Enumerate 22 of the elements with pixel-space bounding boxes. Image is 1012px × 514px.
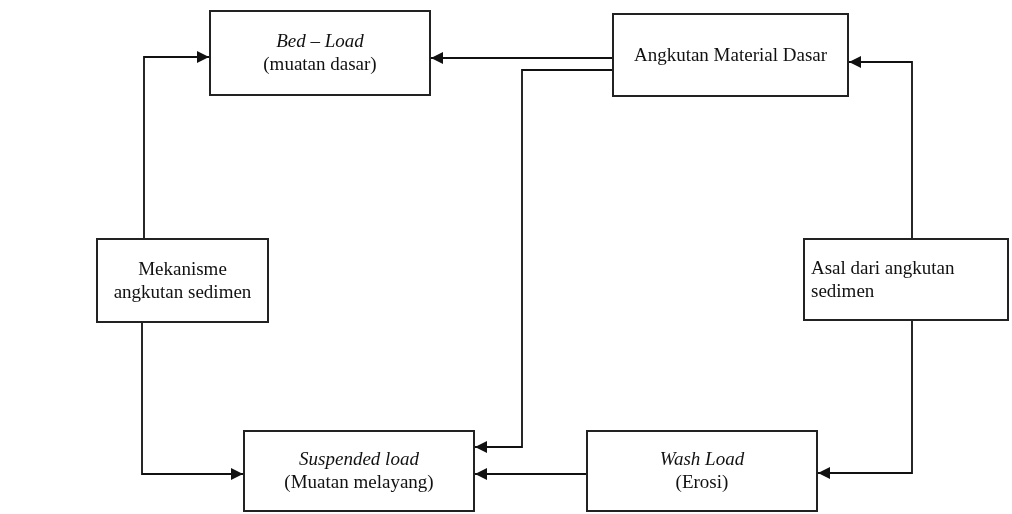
- process-box: [586, 430, 818, 512]
- arrow: [474, 69, 613, 453]
- arrow: [430, 52, 613, 64]
- arrow: [848, 56, 913, 239]
- arrow: [474, 468, 587, 480]
- box-heading: Bed – Load: [276, 30, 364, 53]
- process-box: [803, 238, 1009, 321]
- box-subtitle: (muatan dasar): [263, 53, 377, 76]
- process-box: [612, 13, 849, 97]
- box-subtitle: (Erosi): [675, 471, 729, 494]
- process-box: [209, 10, 431, 96]
- process-box: [243, 430, 475, 512]
- box-heading: Mekanisme angkutan sedimen: [112, 257, 253, 304]
- box-heading: Suspended load: [299, 448, 419, 471]
- arrow: [141, 322, 244, 480]
- box-heading: Wash Load: [659, 448, 745, 471]
- arrow: [817, 320, 913, 479]
- box-subtitle: (Muatan melayang): [284, 471, 434, 494]
- process-box: [96, 238, 269, 323]
- box-heading: Asal dari angkutan sedimen: [811, 256, 956, 303]
- arrow: [143, 51, 210, 239]
- box-heading: Angkutan Material Dasar: [633, 43, 828, 67]
